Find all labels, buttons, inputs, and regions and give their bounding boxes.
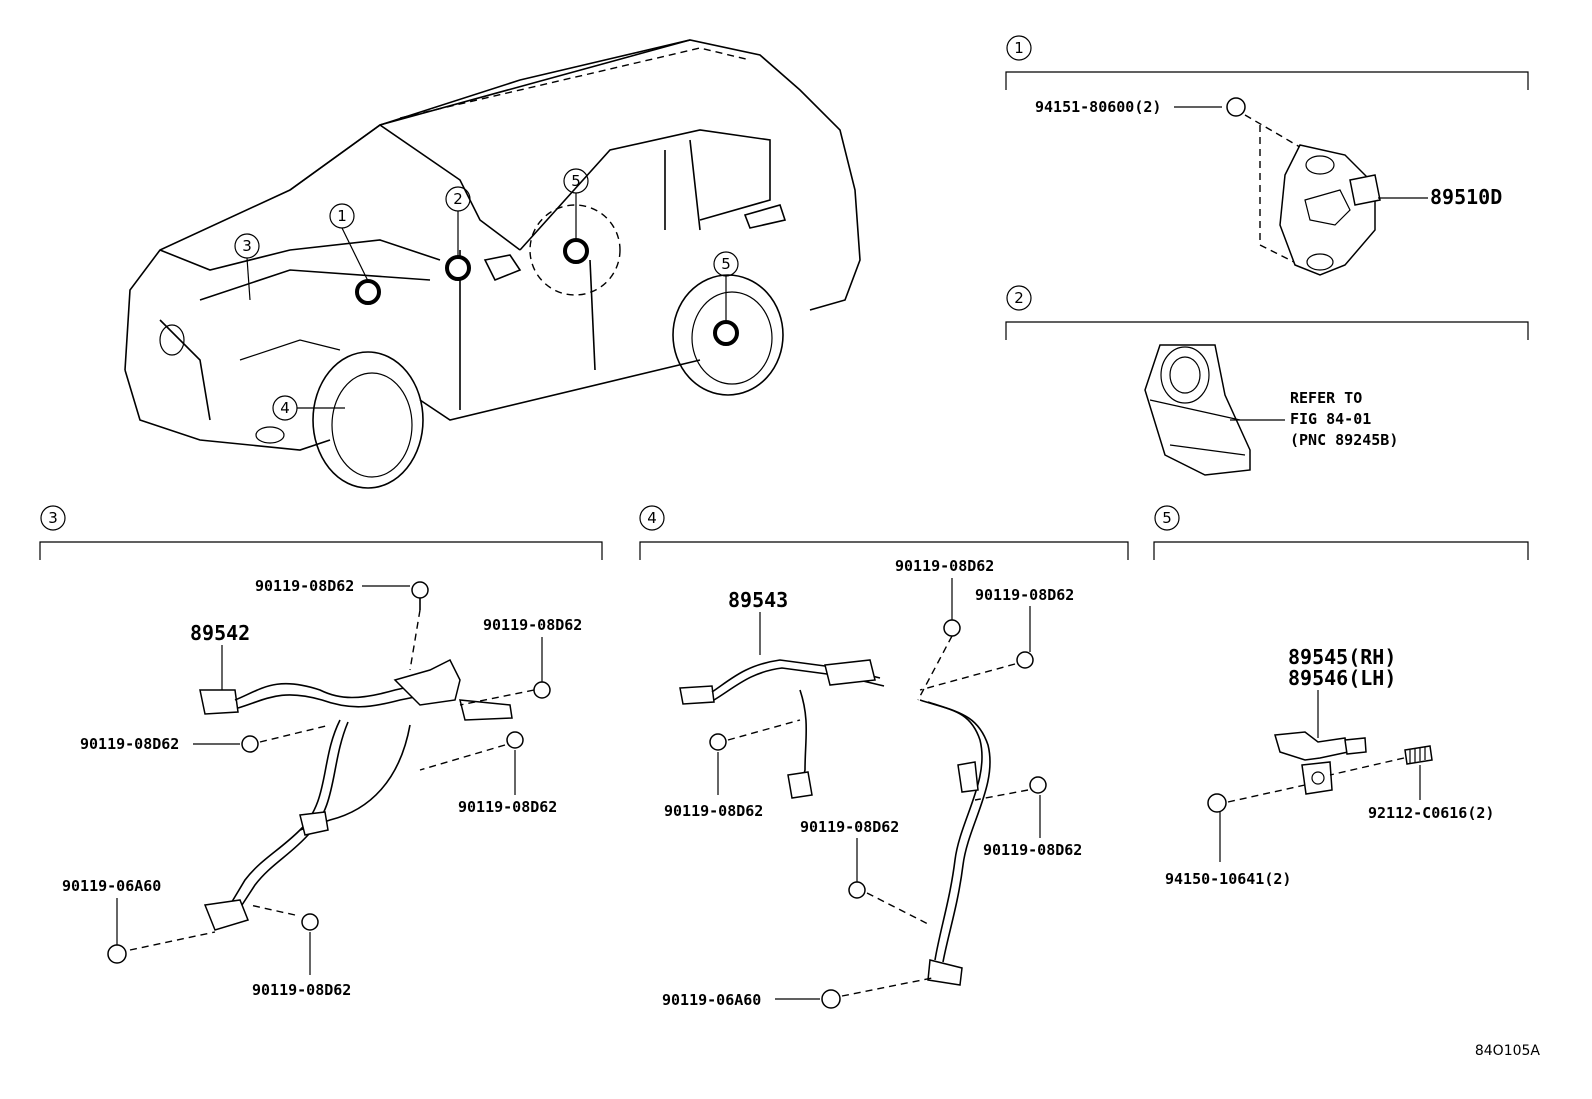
yaw-rate-sensor-89510D [1279,144,1381,276]
nut-94151 [1226,97,1246,117]
label-s4-right-mid: 90119-08D62 [983,841,1082,859]
svg-text:5: 5 [571,172,581,190]
label-s3-left-low: 90119-06A60 [62,877,161,895]
svg-text:3: 3 [242,237,252,255]
location-marker-5b [713,320,739,346]
label-94150: 94150-10641(2) [1165,870,1291,888]
location-marker-1 [355,279,381,305]
label-94151-80600: 94151-80600(2) [1035,98,1161,116]
part-number-89543: 89543 [728,588,788,612]
label-s3-left-mid: 90119-08D62 [80,735,179,753]
callout-3: 3 [234,233,260,259]
svg-text:4: 4 [647,509,657,527]
section-4: 4 89543 90119-08D62 90119-08D62 [639,505,1129,1009]
refer-line-3: (PNC 89245B) [1290,431,1398,449]
location-marker-5a [563,238,589,264]
callout-2: 2 [445,186,471,212]
label-s4-right-top: 90119-08D62 [975,586,1074,604]
label-s3-top: 90119-08D62 [255,577,354,595]
label-s3-bottom: 90119-08D62 [252,981,351,999]
vehicle-illustration [124,39,861,489]
label-s4-center-mid: 90119-08D62 [800,818,899,836]
part-number-89542: 89542 [190,621,250,645]
section-2: 2 REFER TO FIG 84-01 (PNC 89245B) [1005,285,1529,476]
screw-92112 [1404,745,1433,765]
refer-line-2: FIG 84-01 [1290,410,1371,428]
section-1: 1 94151-80600(2) 89510D [1005,35,1529,276]
section-5: 5 89545(RH) 89546(LH) 92112-C0616(2) 941… [1153,505,1529,888]
wheel-speed-sensor [1274,731,1367,795]
abs-wire-harness-89542 [199,658,513,931]
label-s4-bottom: 90119-06A60 [662,991,761,1009]
steering-sensor-assembly [1144,344,1251,476]
section-3: 3 89542 90119-08D62 90119-08D62 90 [39,505,603,999]
svg-text:2: 2 [1014,289,1024,307]
svg-text:3: 3 [48,509,58,527]
label-s3-right-top: 90119-08D62 [483,616,582,634]
svg-text:1: 1 [337,207,347,225]
svg-text:5: 5 [721,255,731,273]
svg-text:4: 4 [280,399,290,417]
svg-text:2: 2 [453,190,463,208]
refer-line-1: REFER TO [1290,389,1362,407]
location-marker-2 [445,255,471,281]
label-s4-top: 90119-08D62 [895,557,994,575]
figure-id: 84O105A [1475,1043,1541,1059]
svg-text:5: 5 [1162,509,1172,527]
callout-4: 4 [272,395,298,421]
callout-5a: 5 [563,168,589,194]
label-s4-left-mid: 90119-08D62 [664,802,763,820]
label-89546-lh: 89546(LH) [1288,666,1396,690]
callout-1: 1 [329,203,355,229]
label-89510D: 89510D [1430,185,1502,209]
label-s3-right-mid: 90119-08D62 [458,798,557,816]
label-92112: 92112-C0616(2) [1368,804,1494,822]
svg-text:1: 1 [1014,39,1024,57]
callout-5b: 5 [713,251,739,277]
label-89545-rh: 89545(RH) [1288,645,1396,669]
abs-wire-harness-89543 [679,659,991,986]
